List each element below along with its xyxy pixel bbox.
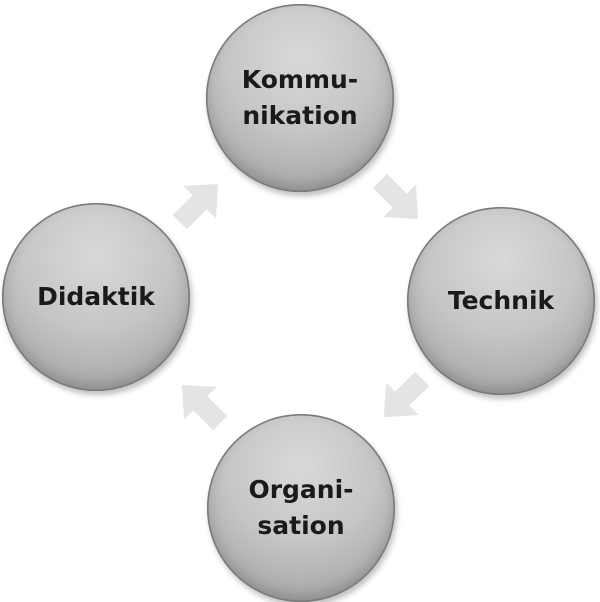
node-label-technik: Technik: [447, 286, 555, 315]
arrow-didaktik-to-kommunikation-icon: [164, 168, 234, 238]
node-technik: Technik: [407, 207, 595, 395]
arrow-kommunikation-to-technik-icon: [364, 165, 434, 235]
node-label-kommunikation: Kommu- nikation: [241, 65, 359, 130]
node-organisation: Organi- sation: [207, 414, 395, 602]
arrow-technik-to-organisation-icon: [368, 363, 438, 433]
node-label-organisation: Organi- sation: [248, 475, 354, 540]
node-label-didaktik: Didaktik: [37, 282, 155, 311]
node-didaktik: Didaktik: [2, 203, 190, 391]
arrow-organisation-to-didaktik-icon: [166, 369, 236, 439]
node-kommunikation: Kommu- nikation: [206, 4, 394, 192]
